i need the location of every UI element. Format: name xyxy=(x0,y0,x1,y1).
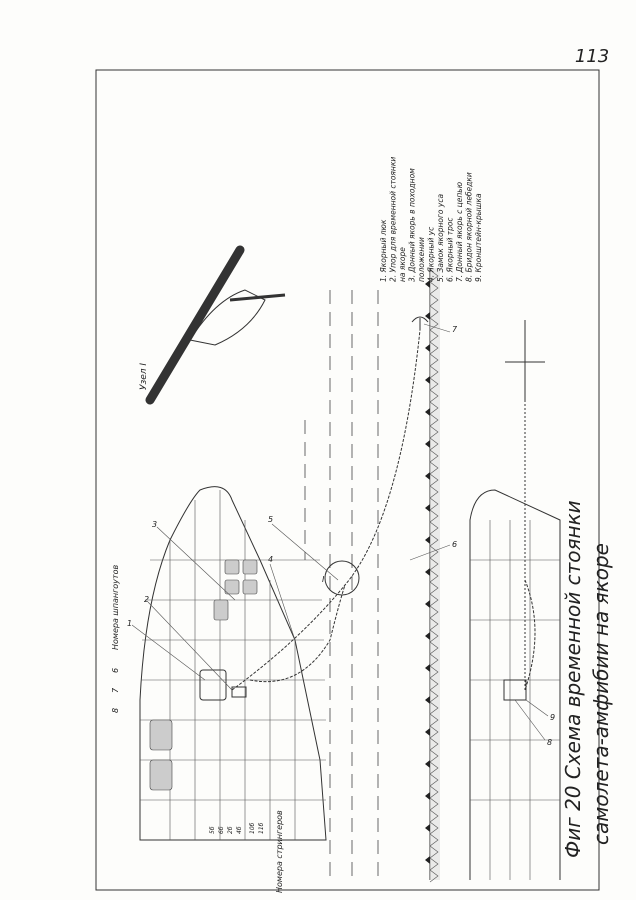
anchor-hatch xyxy=(199,669,227,701)
seabed-hatch xyxy=(429,269,439,883)
legend-item: 9. Кронштейн-крышка xyxy=(474,193,483,282)
legend-item: 1. Якорный люк xyxy=(379,219,388,282)
anchor-rope xyxy=(231,329,421,691)
anchor-stop xyxy=(231,686,247,698)
figure-title-line1: Фиг 20 Схема временной стоянки xyxy=(561,500,585,858)
legend-item: 2. Упор для временной стоянки xyxy=(389,157,398,282)
callout: 7 xyxy=(452,325,458,334)
legend-item: 6. Якорный трос xyxy=(446,217,455,282)
callouts: 1 2 3 4 5 6 7 8 9 I xyxy=(127,323,555,747)
figure-title-line2: самолета-амфибии на якоре xyxy=(589,543,613,845)
seabed-marker xyxy=(425,600,430,608)
seabed-marker xyxy=(425,728,430,736)
seabed-marker xyxy=(425,504,430,512)
seabed-marker xyxy=(425,792,430,800)
seabed-marker xyxy=(425,312,430,320)
seabed-marker xyxy=(425,568,430,576)
stringer-number: 5б xyxy=(209,826,216,834)
seabed-marker xyxy=(425,376,430,384)
anchor-icon xyxy=(411,316,429,330)
frames-axis-label: Номера шпангоутов xyxy=(111,565,120,650)
hull-main-view xyxy=(139,486,327,841)
sheet-border xyxy=(95,69,600,891)
frame-number: 7 xyxy=(111,687,120,693)
callout: 9 xyxy=(550,713,555,722)
seabed-marker xyxy=(425,824,430,832)
callout: 8 xyxy=(547,738,552,747)
legend-item: 7. Донный якорь с цепью xyxy=(455,182,464,282)
detail-circle-I xyxy=(324,560,360,596)
seabed-marker xyxy=(425,536,430,544)
anchor-with-chain-icon xyxy=(505,320,545,400)
callout: 4 xyxy=(268,555,273,564)
page-number: 113 xyxy=(575,46,609,67)
frame-number: 8 xyxy=(111,708,120,713)
stringers-axis-label: Номера стрингеров xyxy=(275,810,284,893)
stringer-number: 11б xyxy=(258,822,265,834)
legend-item: 4. Якорный ус xyxy=(427,226,436,282)
stringer-numbers: 5б 6б 2б 4б 10б 11б xyxy=(209,822,265,834)
stringer-number: 2б xyxy=(227,826,234,834)
seabed-marker xyxy=(425,472,430,480)
legend-item: 3. Донный якорь в походном xyxy=(408,168,417,282)
seabed xyxy=(425,268,440,883)
callout: 1 xyxy=(127,619,132,628)
seabed-marker xyxy=(425,696,430,704)
stringer-number: 4б xyxy=(236,826,243,834)
callout: 6 xyxy=(452,540,457,549)
hull-side-view xyxy=(469,320,561,880)
legend-item: 8. Бридон якорной лебедки xyxy=(465,172,474,282)
seabed-marker xyxy=(425,760,430,768)
seabed-marker xyxy=(425,632,430,640)
frame-numbers: 8 7 6 xyxy=(111,668,120,713)
legend-item: положении xyxy=(417,237,426,282)
detail-node-I xyxy=(145,245,286,405)
legend-item: 5. Замок якорного уса xyxy=(436,194,445,282)
waterlines xyxy=(304,290,379,880)
seabed-marker xyxy=(425,344,430,352)
legend: 1. Якорный люк 2. Упор для временной сто… xyxy=(379,157,483,282)
seabed-marker xyxy=(425,440,430,448)
callout: 5 xyxy=(268,515,273,524)
frame-number: 6 xyxy=(111,668,120,673)
legend-item: на якоре xyxy=(398,247,407,282)
callout: 3 xyxy=(152,520,157,529)
detail-label: Узел I xyxy=(139,363,149,390)
seabed-marker xyxy=(425,408,430,416)
seabed-marker xyxy=(425,664,430,672)
callout: I xyxy=(322,575,325,584)
seabed-marker xyxy=(425,280,430,288)
seabed-marker xyxy=(425,856,430,864)
stringer-number: 6б xyxy=(218,826,225,834)
stringer-number: 10б xyxy=(249,822,256,834)
bracket-cover xyxy=(503,679,527,701)
callout: 2 xyxy=(144,595,149,604)
